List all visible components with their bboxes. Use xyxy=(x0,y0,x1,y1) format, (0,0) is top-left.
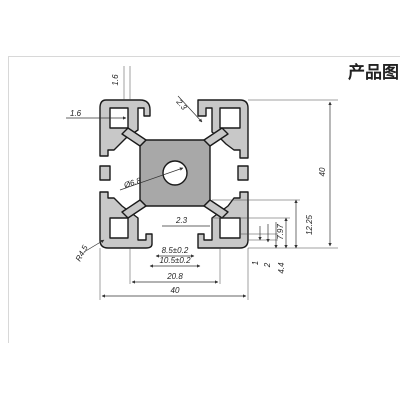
lug-right xyxy=(237,165,249,181)
dim-top-slot-width: 1.6 xyxy=(111,74,120,86)
lug-left xyxy=(99,165,111,181)
dimension-lines xyxy=(66,66,338,300)
corner-tube-bottom-left xyxy=(99,191,153,249)
dim-corner-radius: R4.5 xyxy=(74,243,90,263)
aluminum-profile xyxy=(99,99,249,249)
dim-slot-width: 20.8 xyxy=(166,272,183,281)
web-top-right xyxy=(203,127,229,147)
dim-depth-a: 7.97 xyxy=(276,224,285,240)
dim-depth-c: 1 xyxy=(251,261,260,265)
dim-side-slot-width: 1.6 xyxy=(70,109,82,118)
dim-inner-wall: 2.3 xyxy=(175,216,188,225)
web-bottom-right xyxy=(203,199,229,219)
web-top-left xyxy=(121,127,147,147)
dim-depth-e: 4.4 xyxy=(277,262,286,274)
dim-depth-b: 12.25 xyxy=(305,214,314,235)
dim-slot-opening: 8.5±0.2 xyxy=(162,246,189,255)
dim-overall-height: 40 xyxy=(318,167,327,176)
dim-slot-inner: 10.5±0.2 xyxy=(159,256,191,265)
section-title: 产品图 xyxy=(348,63,399,83)
web-bottom-left xyxy=(121,199,147,219)
center-hole xyxy=(162,160,188,186)
dim-depth-d: 2 xyxy=(263,262,272,268)
dim-diagonal-web: 2.3 xyxy=(174,97,189,112)
dim-overall-width: 40 xyxy=(171,286,180,295)
